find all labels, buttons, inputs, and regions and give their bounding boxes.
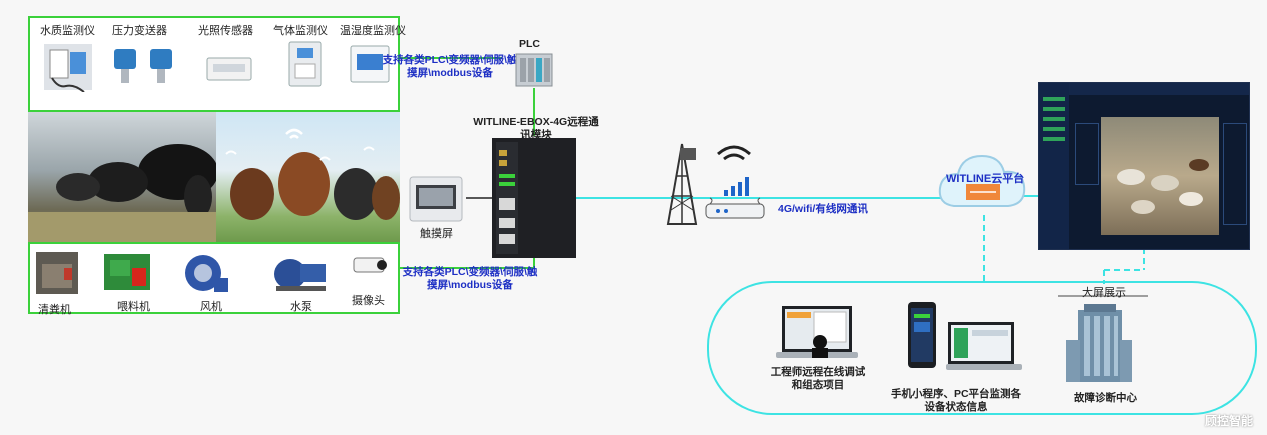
pressure-transmitter-icon xyxy=(114,49,172,83)
equipment-label-camera: 摄像头 xyxy=(352,295,385,307)
fan-icon xyxy=(185,255,228,292)
water-quality-meter-icon xyxy=(44,44,92,92)
cloud-platform-icon xyxy=(938,154,1026,207)
bottom-support-text: 支持各类PLC\变频器\伺服\触摸屏\modbus设备 xyxy=(402,266,538,291)
gateway-device-icon xyxy=(492,138,576,258)
dashboard-screen xyxy=(1038,82,1250,250)
diagnosis-building-icon xyxy=(1066,304,1132,382)
equipment-label-fan: 风机 xyxy=(200,301,222,313)
gas-monitor-icon xyxy=(288,41,322,87)
diagnosis-label: 故障诊断中心 xyxy=(1074,392,1137,404)
wifi-icon xyxy=(717,145,751,161)
equipment-label-water-pump: 水泵 xyxy=(290,301,312,313)
camera-icon xyxy=(353,257,387,273)
network-label: 4G/wifi/有线网通讯 xyxy=(778,203,868,215)
top-support-text: 支持各类PLC\变频器\伺服\触摸屏\modbus设备 xyxy=(382,54,518,79)
bigscreen-label: 大屏展示 xyxy=(1082,287,1126,299)
sensor-label-water-quality: 水质监测仪 xyxy=(40,25,95,37)
sensor-label-gas: 气体监测仪 xyxy=(273,25,328,37)
mobile-pc-label: 手机小程序、PC平台监测各设备状态信息 xyxy=(890,388,1022,413)
engineer-label: 工程师远程在线调试和组态项目 xyxy=(770,366,866,391)
sensor-label-pressure: 压力变送器 xyxy=(112,25,167,37)
feeder-icon xyxy=(104,254,150,290)
phone-icon xyxy=(908,302,936,368)
equipment-label-feeder: 喂料机 xyxy=(117,301,150,313)
engineer-laptop-icon xyxy=(776,306,858,358)
cattle-photo xyxy=(216,112,400,242)
pc-monitor-icon xyxy=(946,322,1022,370)
manure-cleaner-icon xyxy=(36,252,78,294)
equipment-label-manure-cleaner: 清粪机 xyxy=(38,304,71,316)
touchscreen-icon xyxy=(409,176,463,222)
touchscreen-label: 触摸屏 xyxy=(420,228,453,240)
plc-device-icon xyxy=(515,53,553,87)
light-sensor-icon xyxy=(206,57,252,81)
water-pump-icon xyxy=(274,259,326,291)
sensor-label-temp-humidity: 温湿度监测仪 xyxy=(340,25,406,37)
plc-label: PLC xyxy=(519,38,540,50)
router-icon xyxy=(705,197,765,219)
temp-humidity-monitor-icon xyxy=(350,45,390,83)
barn-photo xyxy=(28,112,216,242)
sensor-label-light: 光照传感器 xyxy=(198,25,253,37)
signal-bars-icon xyxy=(724,177,749,196)
cell-tower-icon xyxy=(666,143,698,225)
watermark: 顾控智能 xyxy=(1205,414,1254,428)
cloud-label: WITLINE云平台 xyxy=(946,173,1025,185)
